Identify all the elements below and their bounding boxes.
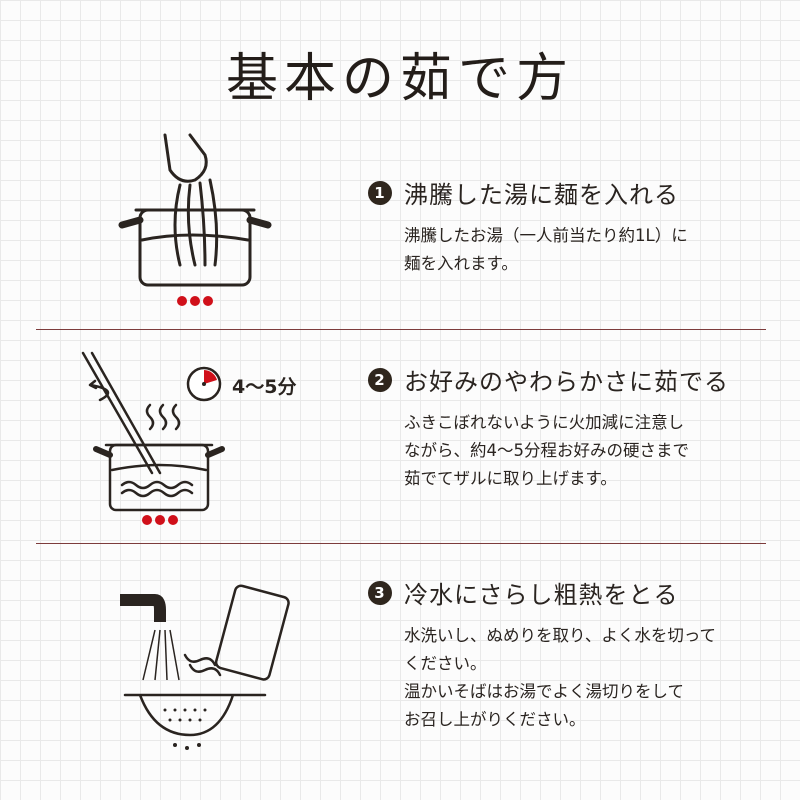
step-text: ください。: [404, 654, 487, 673]
step-text: 麺を入れます。: [404, 254, 518, 273]
step-heading: お好みのやわらかさに茹でる: [404, 368, 729, 396]
step-heading: 沸騰した湯に麺を入れる: [404, 181, 679, 209]
pot-stirring-illustration: [81, 351, 225, 525]
step-text: お召し上がりください。: [404, 710, 586, 729]
timer-label: 4〜5分: [232, 376, 297, 398]
timer-icon: [186, 366, 222, 402]
step-number: 1: [368, 180, 392, 205]
step-text: 水洗いし、ぬめりを取り、よく水を切って: [404, 626, 717, 645]
rinse-noodles-illustration: [120, 584, 290, 750]
step-text: ながら、約4〜5分程お好みの硬さまで: [404, 441, 689, 460]
step-text: 茹でてザルに取り上げます。: [404, 469, 617, 488]
page-title: 基本の茹で方: [225, 49, 574, 109]
step-text: 沸騰したお湯（一人前当たり約1L）に: [404, 226, 688, 245]
divider: [36, 329, 766, 330]
step-text: ふきこぼれないように火加減に注意し: [404, 413, 685, 432]
step-number: 2: [368, 367, 392, 392]
divider: [36, 543, 766, 544]
flame-icon: [177, 296, 213, 306]
step-number: 3: [368, 580, 392, 605]
step-heading: 冷水にさらし粗熱をとる: [404, 581, 679, 609]
flame-icon: [142, 515, 178, 525]
step-text: 温かいそばはお湯でよく湯切りをして: [404, 682, 685, 701]
step-2: 2 お好みのやわらかさに茹でる ふきこぼれないように火加減に注意しながら、約4〜5…: [368, 362, 774, 493]
pot-with-noodles-illustration: [118, 133, 272, 306]
step-3: 3 冷水にさらし粗熱をとる 水洗いし、ぬめりを取り、よく水を切ってください。温かい…: [368, 575, 774, 734]
step-1: 1 沸騰した湯に麺を入れる 沸騰したお湯（一人前当たり約1L）に麺を入れます。: [368, 175, 774, 278]
